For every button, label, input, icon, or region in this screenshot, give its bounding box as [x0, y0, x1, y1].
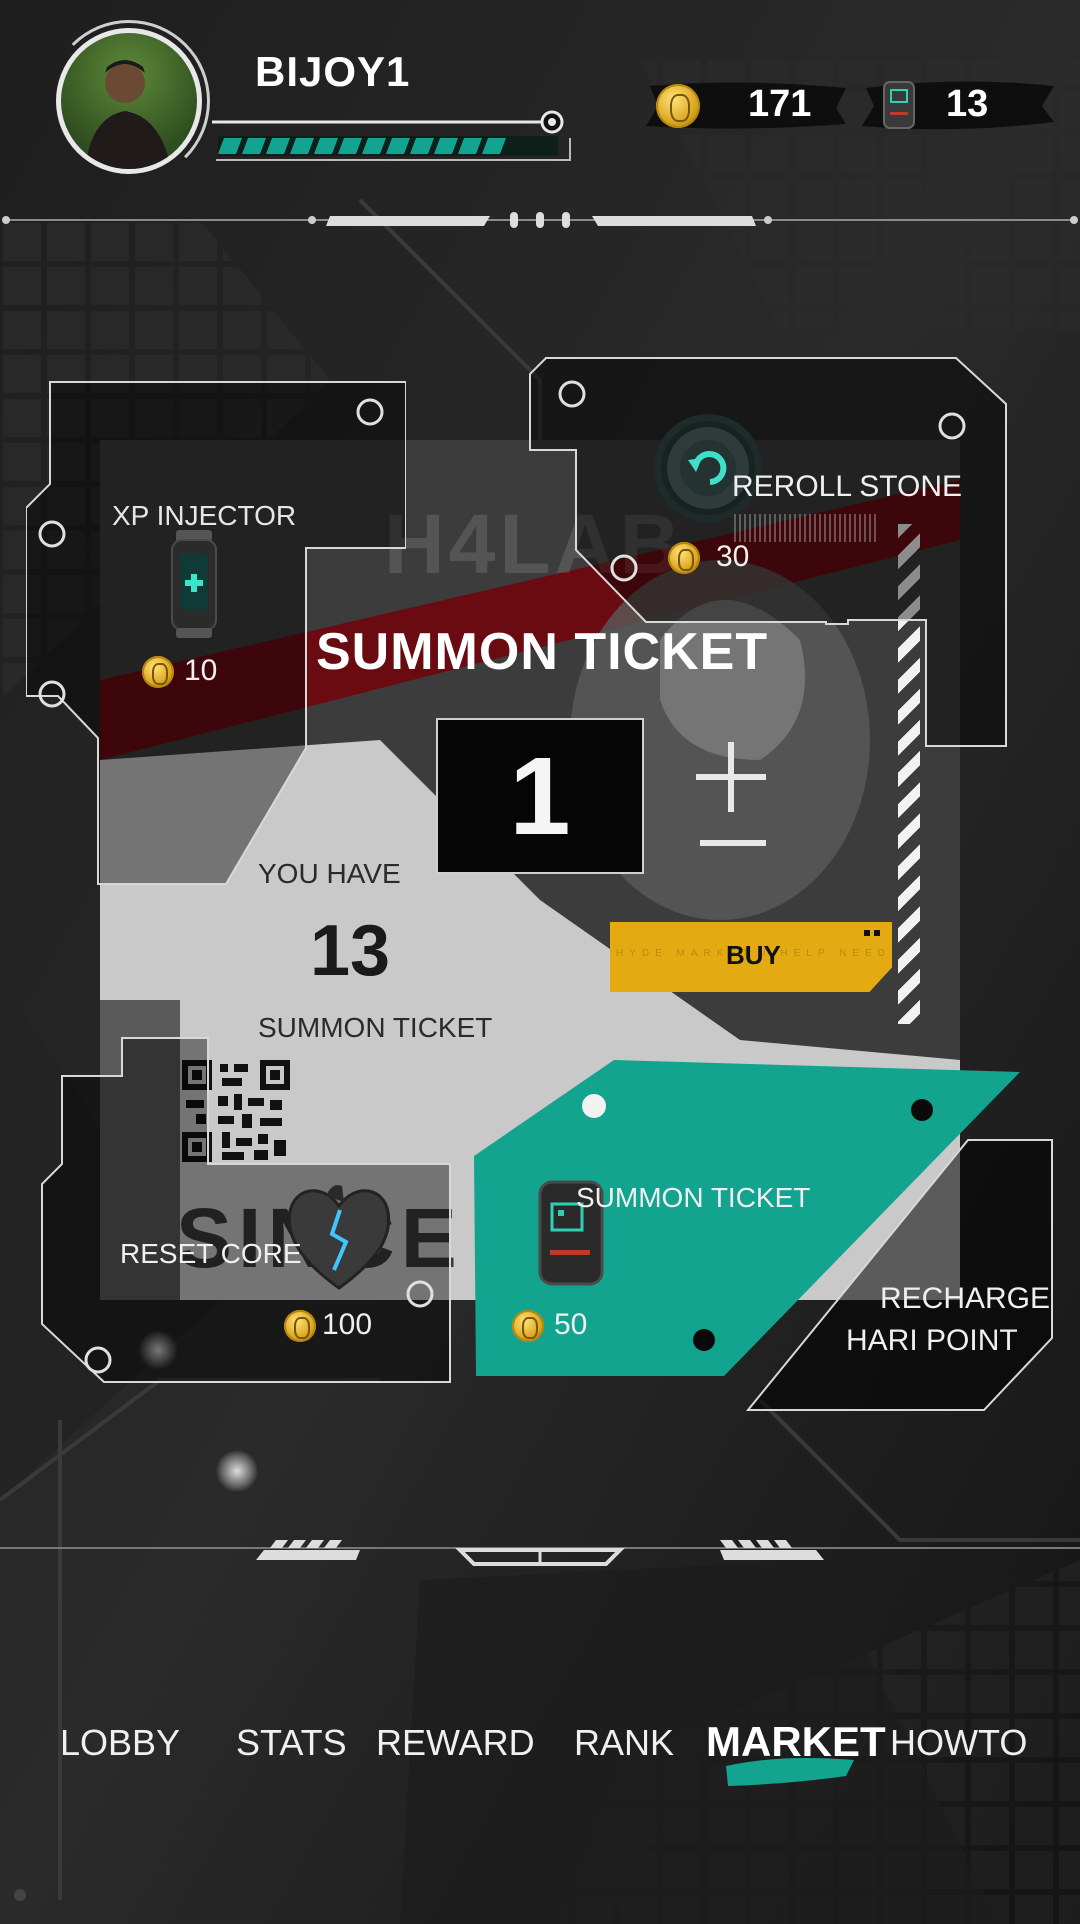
- xp-bar-segment: [338, 138, 362, 154]
- summon-ticket-price: 50: [554, 1308, 588, 1341]
- quantity-value: 1: [509, 734, 571, 858]
- xp-bar-segment: [314, 138, 338, 154]
- reset-core-price: 100: [322, 1308, 373, 1341]
- summon-ticket-card-shape: [474, 1060, 1020, 1376]
- summon-title: SUMMON TICKET: [316, 623, 769, 681]
- light-orb: [138, 1330, 178, 1370]
- coin-icon: [656, 84, 700, 128]
- xp-injector-coin-icon: [142, 656, 174, 688]
- recharge-line2: HARI POINT: [846, 1324, 1018, 1357]
- nav-reward[interactable]: REWARD: [376, 1722, 535, 1763]
- nav-divider: [0, 1540, 1080, 1566]
- summon-ticket-icon: [538, 1180, 604, 1286]
- panel-bg-text-top: H4LAB: [384, 497, 685, 591]
- nav-howto[interactable]: HOWTO: [890, 1722, 1028, 1763]
- avatar-ring: [48, 20, 210, 182]
- you-have-item: SUMMON TICKET: [258, 1012, 493, 1043]
- reset-core-card-frame: [41, 1037, 451, 1383]
- xp-bar-segment: [410, 138, 434, 154]
- buy-button[interactable]: HYDE MARKET / HELP NEEDIE / HONEST WITNE…: [610, 922, 892, 992]
- buy-watermark: HYDE MARKET / HELP NEEDIE / HONEST WITNE…: [616, 948, 1080, 959]
- reroll-stone-name: REROLL STONE: [732, 470, 963, 503]
- reroll-stone-card-frame: [529, 357, 1007, 747]
- player-name: BIJOY1: [255, 48, 411, 95]
- reset-core-heart-icon: [287, 1185, 391, 1290]
- reroll-stone-price: 30: [716, 540, 750, 573]
- coin-count: 171: [748, 83, 812, 125]
- header-divider: [2, 212, 1078, 228]
- reset-core-coin-icon: [284, 1310, 316, 1342]
- reroll-stone-barcode: [734, 514, 878, 542]
- xp-bar-segment: [434, 138, 458, 154]
- xp-bar-segment: [218, 138, 242, 154]
- xp-bar-segment: [266, 138, 290, 154]
- quantity-minus-button[interactable]: [700, 836, 766, 850]
- xp-bar-segment: [386, 138, 410, 154]
- market-active-underline: [726, 1758, 854, 1786]
- nav-stats[interactable]: STATS: [236, 1722, 347, 1763]
- buy-label: BUY: [726, 940, 781, 970]
- reroll-stone-icon: [654, 414, 762, 522]
- quantity-display[interactable]: 1: [436, 718, 644, 874]
- light-orb: [216, 1450, 258, 1492]
- xp-injector-price: 10: [184, 654, 218, 687]
- reroll-stone-coin-icon: [668, 542, 700, 574]
- xp-bar-segment: [458, 138, 482, 154]
- nav-rank[interactable]: RANK: [574, 1722, 675, 1763]
- xp-progress-bar: [212, 110, 571, 161]
- xp-bar-segment: [362, 138, 386, 154]
- ticket-icon: [883, 81, 915, 129]
- nav-market[interactable]: MARKET: [706, 1718, 886, 1765]
- quantity-plus-button[interactable]: [696, 742, 766, 812]
- ticket-count: 13: [946, 83, 989, 125]
- summon-ticket-name: SUMMON TICKET: [576, 1182, 811, 1213]
- xp-injector-icon: [171, 530, 217, 638]
- hazard-stripe: [898, 524, 920, 1024]
- recharge-card-frame: [745, 1139, 1053, 1411]
- xp-bar-segment: [242, 138, 266, 154]
- summon-ticket-coin-icon: [512, 1310, 544, 1342]
- xp-bar-segment: [290, 138, 314, 154]
- you-have-count: 13: [310, 911, 391, 991]
- recharge-line1: RECHARGE: [880, 1282, 1051, 1315]
- you-have-label: YOU HAVE: [258, 858, 401, 889]
- reset-core-name: RESET CORE: [120, 1238, 302, 1269]
- xp-injector-name: XP INJECTOR: [112, 500, 297, 531]
- xp-bar-segment: [482, 138, 506, 154]
- xp-injector-card-frame: [26, 381, 406, 885]
- nav-lobby[interactable]: LOBBY: [60, 1722, 181, 1763]
